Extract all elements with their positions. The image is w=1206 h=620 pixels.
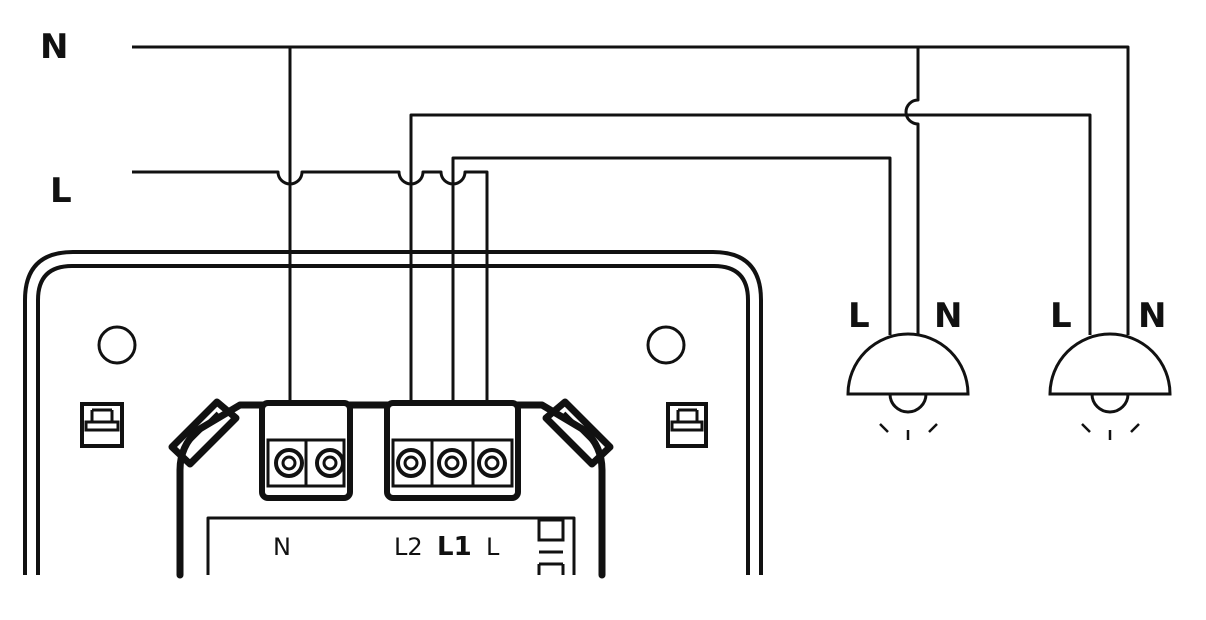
terminal-label-l2: L2: [394, 533, 423, 561]
l2-output-wire: [409, 113, 1092, 403]
l1-output-wire: [451, 156, 892, 403]
lamp-2: L N: [1048, 296, 1172, 440]
lamp1-bulb-icon: [846, 332, 970, 440]
lamp2-neutral-label: N: [1138, 296, 1166, 336]
lamp-1: L N: [846, 296, 970, 440]
terminal-screw-n1: [274, 448, 304, 478]
mounting-hole-left: [97, 325, 137, 365]
supply-live-label: L: [50, 171, 72, 211]
lamp1-live-label: L: [848, 296, 870, 336]
terminal-screw-l: [477, 448, 507, 478]
lamp1-neutral-label: N: [934, 296, 962, 336]
terminal-screw-l1: [437, 448, 467, 478]
clip-left: [80, 402, 124, 448]
lamp2-bulb-icon: [1048, 332, 1172, 440]
terminal-label-l: L: [486, 533, 500, 561]
live-supply-wire: [132, 170, 489, 403]
clip-right: [666, 402, 708, 448]
mounting-hole-right: [646, 325, 686, 365]
neutral-bus-wire: [132, 45, 1130, 335]
terminal-screw-l2: [396, 448, 426, 478]
supply-neutral-label: N: [40, 27, 68, 67]
terminal-label-n: N: [273, 533, 291, 561]
terminal-screw-n2: [315, 448, 345, 478]
terminal-label-l1: L1: [437, 532, 472, 562]
lamp2-live-label: L: [1050, 296, 1072, 336]
backplate-inner-outline: [36, 264, 750, 575]
neutral-to-lamp1-wire: [904, 47, 920, 335]
backplate-outer-outline: [23, 250, 763, 575]
